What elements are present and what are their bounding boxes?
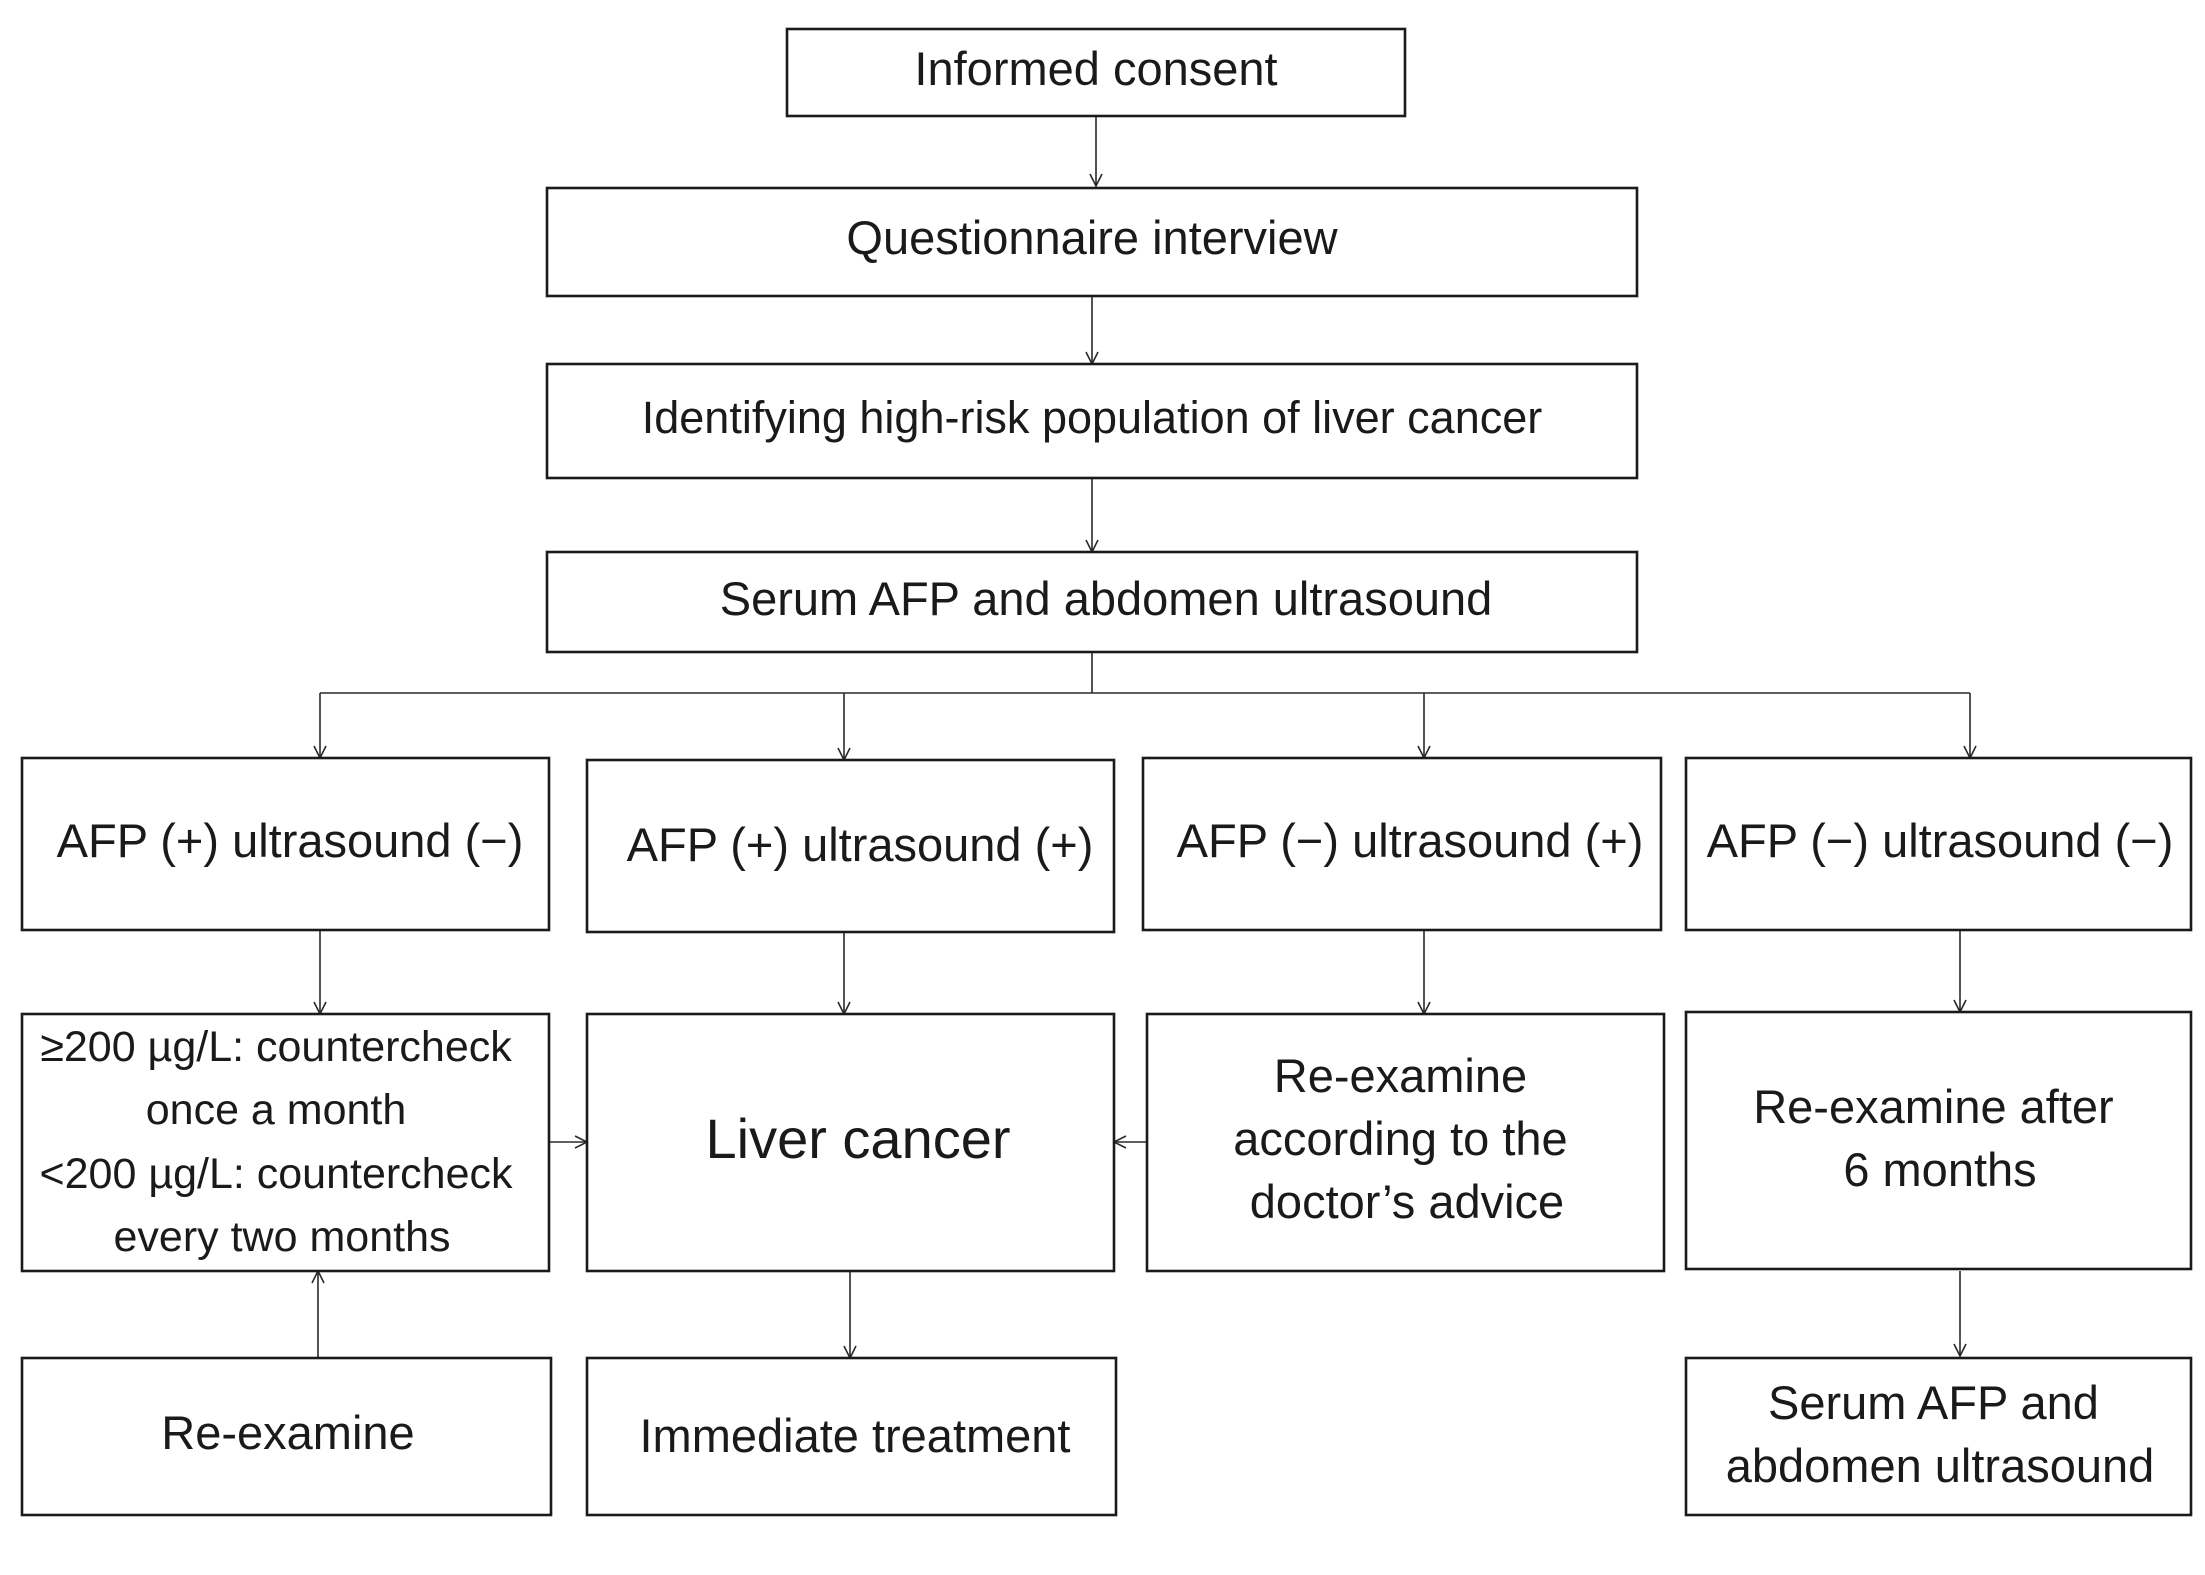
node-immediate-treatment-text: Immediate treatment: [639, 1409, 1070, 1462]
node-liver-cancer: Liver cancer: [585, 1012, 1116, 1273]
node-questionnaire-interview-text: Questionnaire interview: [846, 211, 1338, 264]
node-afp-neg-ultrasound-pos-text: AFP (−) ultrasound (+): [1177, 814, 1644, 867]
node-afp-pos-ultrasound-neg-text: AFP (+) ultrasound (−): [57, 814, 524, 867]
reexamine-6m-line-2: 6 months: [1843, 1143, 2036, 1196]
node-immediate-treatment: Immediate treatment: [585, 1356, 1118, 1517]
countercheck-line-4: every two months: [114, 1213, 451, 1261]
node-informed-consent: Informed consent: [785, 27, 1407, 118]
node-afp-neg-ultrasound-neg-text: AFP (−) ultrasound (−): [1707, 814, 2174, 867]
doctor-advice-line-3: doctor’s advice: [1250, 1175, 1564, 1228]
node-high-risk-population: Identifying high-risk population of live…: [545, 362, 1639, 480]
countercheck-line-3: <200 µg/L: countercheck: [40, 1150, 514, 1198]
screening-repeat-line-1: Serum AFP and: [1768, 1376, 2099, 1429]
node-high-risk-population-text: Identifying high-risk population of live…: [642, 392, 1542, 443]
node-doctor-advice-text: Re-examine according to the doctor’s adv…: [1233, 1049, 1581, 1228]
node-serum-afp-ultrasound-repeat-text: Serum AFP and abdomen ultrasound: [1726, 1376, 2155, 1492]
node-doctor-advice: Re-examine according to the doctor’s adv…: [1145, 1012, 1666, 1273]
node-reexamine-after-6-months-text: Re-examine after 6 months: [1753, 1080, 2127, 1196]
doctor-advice-line-2: according to the: [1233, 1112, 1567, 1165]
reexamine-6m-line-1: Re-examine after: [1753, 1080, 2114, 1133]
node-reexamine-after-6-months: Re-examine after 6 months: [1684, 1010, 2193, 1271]
node-reexamine-text: Re-examine: [161, 1406, 414, 1459]
node-serum-afp-ultrasound-repeat: Serum AFP and abdomen ultrasound: [1684, 1356, 2193, 1517]
node-countercheck-schedule: ≥200 µg/L: countercheck once a month <20…: [20, 1012, 551, 1273]
countercheck-line-1: ≥200 µg/L: countercheck: [40, 1023, 512, 1071]
node-informed-consent-text: Informed consent: [914, 42, 1277, 95]
countercheck-line-2: once a month: [146, 1086, 407, 1134]
doctor-advice-line-1: Re-examine: [1274, 1049, 1527, 1102]
node-serum-afp-ultrasound: Serum AFP and abdomen ultrasound: [545, 550, 1639, 654]
node-afp-neg-ultrasound-pos: AFP (−) ultrasound (+): [1141, 756, 1663, 932]
node-liver-cancer-text: Liver cancer: [705, 1107, 1010, 1170]
connectors: [318, 116, 1970, 1358]
node-questionnaire-interview: Questionnaire interview: [545, 186, 1639, 298]
screening-repeat-line-2: abdomen ultrasound: [1726, 1439, 2155, 1492]
node-countercheck-schedule-text: ≥200 µg/L: countercheck once a month <20…: [40, 1023, 525, 1261]
node-reexamine: Re-examine: [20, 1356, 553, 1517]
node-serum-afp-ultrasound-text: Serum AFP and abdomen ultrasound: [720, 572, 1493, 625]
node-afp-pos-ultrasound-pos-text: AFP (+) ultrasound (+): [627, 818, 1094, 871]
node-afp-neg-ultrasound-neg: AFP (−) ultrasound (−): [1684, 756, 2193, 932]
node-afp-pos-ultrasound-pos: AFP (+) ultrasound (+): [585, 758, 1116, 934]
node-afp-pos-ultrasound-neg: AFP (+) ultrasound (−): [20, 756, 551, 932]
